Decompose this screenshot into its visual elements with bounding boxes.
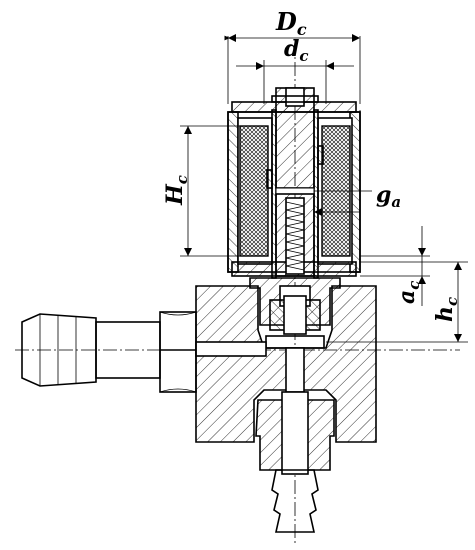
valve-body <box>195 285 377 443</box>
inlet-hex-nut <box>159 311 197 393</box>
dimension-hc: hc <box>326 261 468 343</box>
dimension-ga: ga <box>314 110 401 216</box>
label-ac: ac <box>394 281 423 304</box>
inlet-fitting <box>21 311 197 393</box>
core-collar <box>271 95 319 103</box>
outlet-bore <box>281 391 309 475</box>
shading-ring <box>317 145 324 165</box>
spring <box>285 201 305 271</box>
inlet-passage <box>195 341 267 357</box>
shading-ring-left <box>266 169 273 189</box>
plunger-stem <box>283 295 307 335</box>
dimension-Hc: Hc <box>162 125 240 257</box>
label-ga: ga <box>376 182 401 211</box>
dimension-dc: dc <box>236 36 354 104</box>
dimension-Dc: Dc <box>224 7 361 104</box>
winding-left <box>239 125 269 257</box>
outlet-fitting <box>255 391 335 533</box>
dimension-ac: ac <box>360 226 430 306</box>
outlet-barb <box>271 469 319 533</box>
label-Hc: Hc <box>162 175 191 206</box>
label-Dc: Dc <box>275 7 307 39</box>
coil-frame-left <box>227 111 239 273</box>
air-gap <box>275 187 315 195</box>
core-vent <box>285 87 305 107</box>
label-dc: dc <box>284 36 309 65</box>
outlet-passage <box>285 347 305 393</box>
label-hc: hc <box>432 297 461 322</box>
armature-tube <box>266 87 324 279</box>
